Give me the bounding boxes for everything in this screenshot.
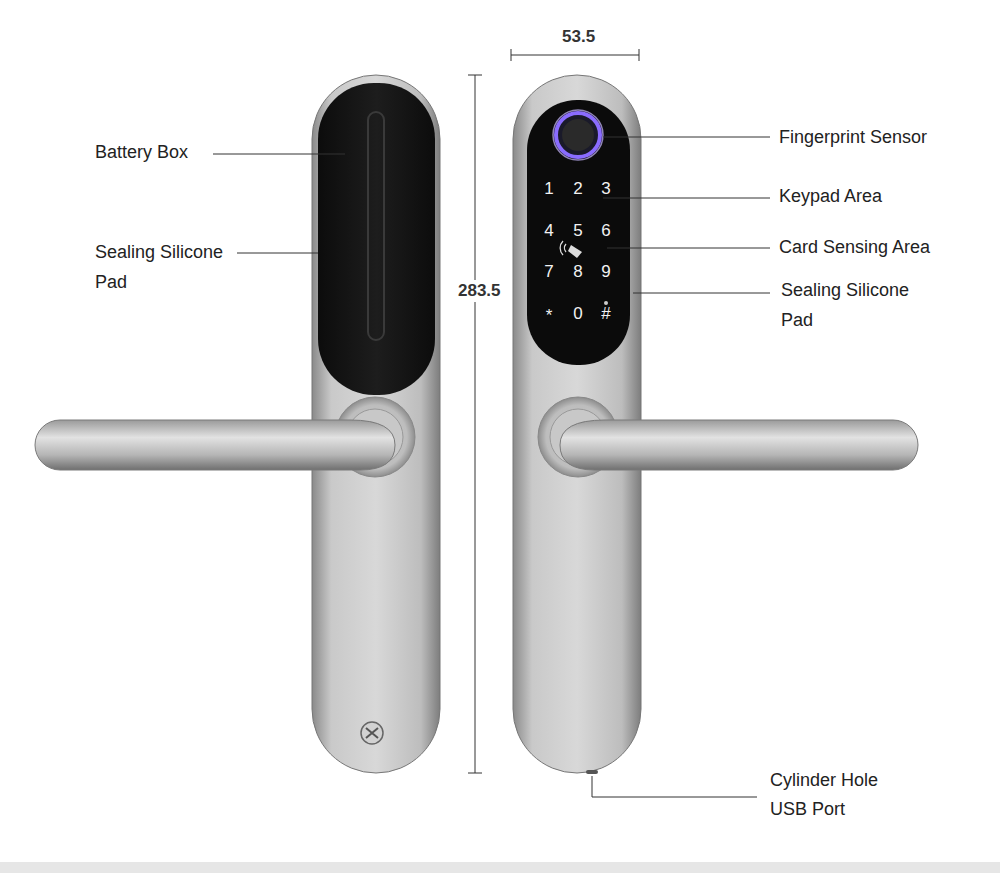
dimension-label: 283.5 [456, 280, 503, 302]
keypad-digit: 5 [573, 221, 582, 241]
keypad-digit: 8 [573, 262, 582, 282]
part-label: Keypad Area [779, 181, 882, 211]
keypad-digit: 4 [544, 221, 553, 241]
part-label: Card Sensing Area [779, 232, 930, 262]
keypad-digit: 6 [601, 221, 610, 241]
part-label: Cylinder Hole [770, 765, 878, 795]
part-label: Sealing Silicone Pad [95, 237, 245, 297]
part-label: Fingerprint Sensor [779, 122, 927, 152]
keypad-digit: 7 [544, 262, 553, 282]
keypad-digit: 2 [573, 179, 582, 199]
keypad-digit: 3 [601, 179, 610, 199]
keypad-digit: # [601, 304, 610, 324]
dimension-label: 53.5 [560, 26, 597, 48]
keypad-digit: * [546, 306, 553, 326]
part-label: USB Port [770, 794, 845, 824]
keypad-digit: 0 [573, 304, 582, 324]
keypad-digit: 9 [601, 262, 610, 282]
part-label: Battery Box [95, 137, 188, 167]
keypad-digit: 1 [544, 179, 553, 199]
part-label: Sealing Silicone Pad [781, 275, 931, 335]
